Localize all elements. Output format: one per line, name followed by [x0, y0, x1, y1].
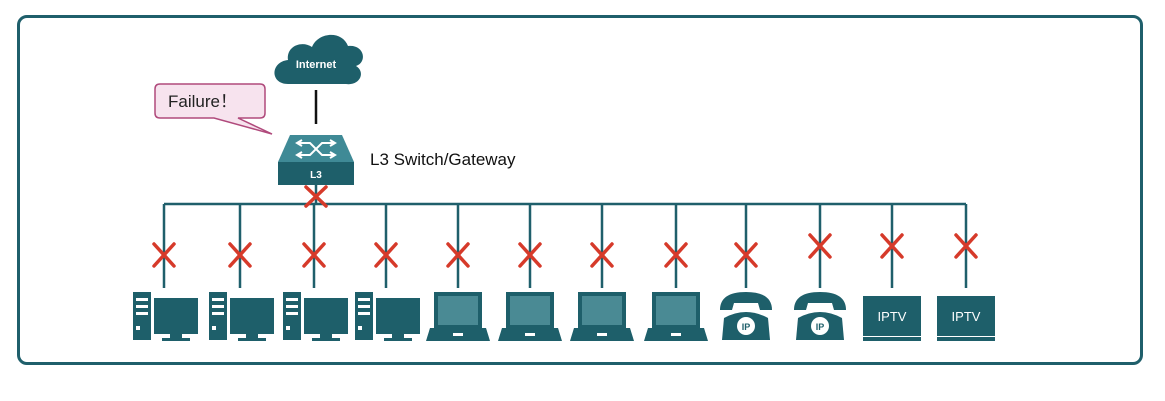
red-x-failure-icon	[880, 233, 904, 259]
ip-phone-icon: IP	[794, 292, 846, 340]
red-x-failure-icon	[954, 233, 978, 259]
l3-switch-icon: L3	[278, 135, 354, 185]
diagram-frame	[17, 15, 1143, 365]
red-x-failure-icon	[590, 242, 614, 268]
iptv-icon: IPTV	[863, 296, 921, 341]
red-x-failure-icon	[152, 242, 176, 268]
desktop-pc-icon	[355, 292, 420, 341]
red-x-failure-icon	[446, 242, 470, 268]
laptop-icon	[498, 292, 562, 341]
ip-phone-icon: IP	[720, 292, 772, 340]
iptv-icon: IPTV	[937, 296, 995, 341]
red-x-failure-icon	[302, 242, 326, 268]
red-x-failure-icon	[734, 242, 758, 268]
failure-callout: Failure！	[154, 83, 273, 135]
red-x-failure-icon	[664, 242, 688, 268]
switch-caption: L3 Switch/Gateway	[370, 150, 516, 169]
ip-phone-label: IP	[816, 322, 825, 332]
switch-port-failure-icon	[304, 185, 328, 208]
iptv-label: IPTV	[952, 309, 981, 324]
internet-label: Internet	[296, 59, 337, 71]
failure-callout-text: Failure！	[168, 92, 237, 111]
laptop-icon	[570, 292, 634, 341]
switch-badge: L3	[310, 170, 322, 181]
ip-phone-label: IP	[742, 322, 751, 332]
iptv-label: IPTV	[878, 309, 907, 324]
red-x-failure-icon	[228, 242, 252, 268]
desktop-pc-icon	[209, 292, 274, 341]
switch-arrows-icon	[295, 139, 337, 159]
red-x-failure-icon	[374, 242, 398, 268]
device-row: IP IP IPTV IPTV	[133, 204, 995, 341]
desktop-pc-icon	[283, 292, 348, 341]
red-x-failure-icon	[518, 242, 542, 268]
laptop-icon	[426, 292, 490, 341]
desktop-pc-icon	[133, 292, 198, 341]
internet-cloud-icon: Internet	[274, 34, 363, 85]
red-x-failure-icon	[808, 233, 832, 259]
laptop-icon	[644, 292, 708, 341]
